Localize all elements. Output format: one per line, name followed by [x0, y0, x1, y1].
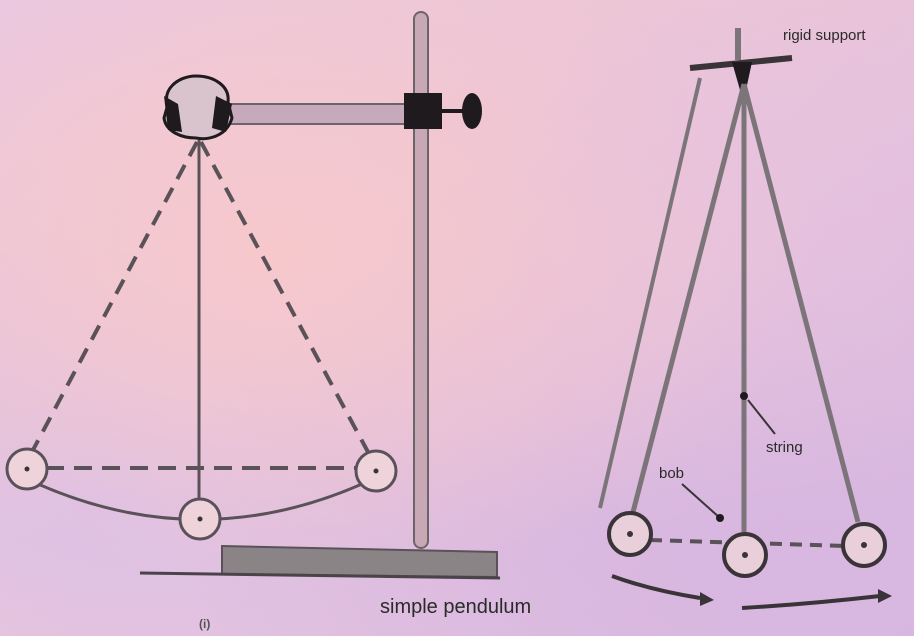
bob-connector-dashed — [649, 538, 847, 548]
string-dashed-right — [199, 141, 370, 453]
clamp-arm — [219, 103, 421, 125]
figure-mark: (i) — [199, 617, 211, 631]
right-pendulum-figure — [598, 28, 892, 610]
outer-reference-line — [598, 77, 702, 509]
bob-right — [354, 449, 398, 493]
boss-head — [404, 93, 442, 129]
stand-rod — [413, 11, 429, 549]
boss-screw — [462, 93, 482, 129]
label-bob: bob — [659, 465, 685, 482]
bob-right-left — [607, 511, 653, 557]
bob-right-center — [722, 532, 768, 578]
string-right-right — [741, 83, 861, 523]
bob-pointer — [681, 483, 721, 519]
label-rigid-support: rigid support — [783, 27, 866, 44]
string-right-left — [629, 83, 747, 517]
bench-line — [139, 571, 501, 580]
bob-center — [178, 497, 222, 541]
string-dashed-left — [31, 141, 199, 451]
label-string: string — [766, 439, 803, 456]
caption-simple-pendulum: simple pendulum — [380, 596, 532, 618]
stand-base — [221, 544, 498, 579]
bob-left — [5, 447, 49, 491]
bob-right-right — [841, 522, 887, 568]
motion-arrow-right — [741, 594, 881, 610]
string-pointer — [747, 399, 776, 435]
left-pendulum-figure — [5, 11, 501, 580]
motion-arrow-left — [611, 574, 701, 600]
